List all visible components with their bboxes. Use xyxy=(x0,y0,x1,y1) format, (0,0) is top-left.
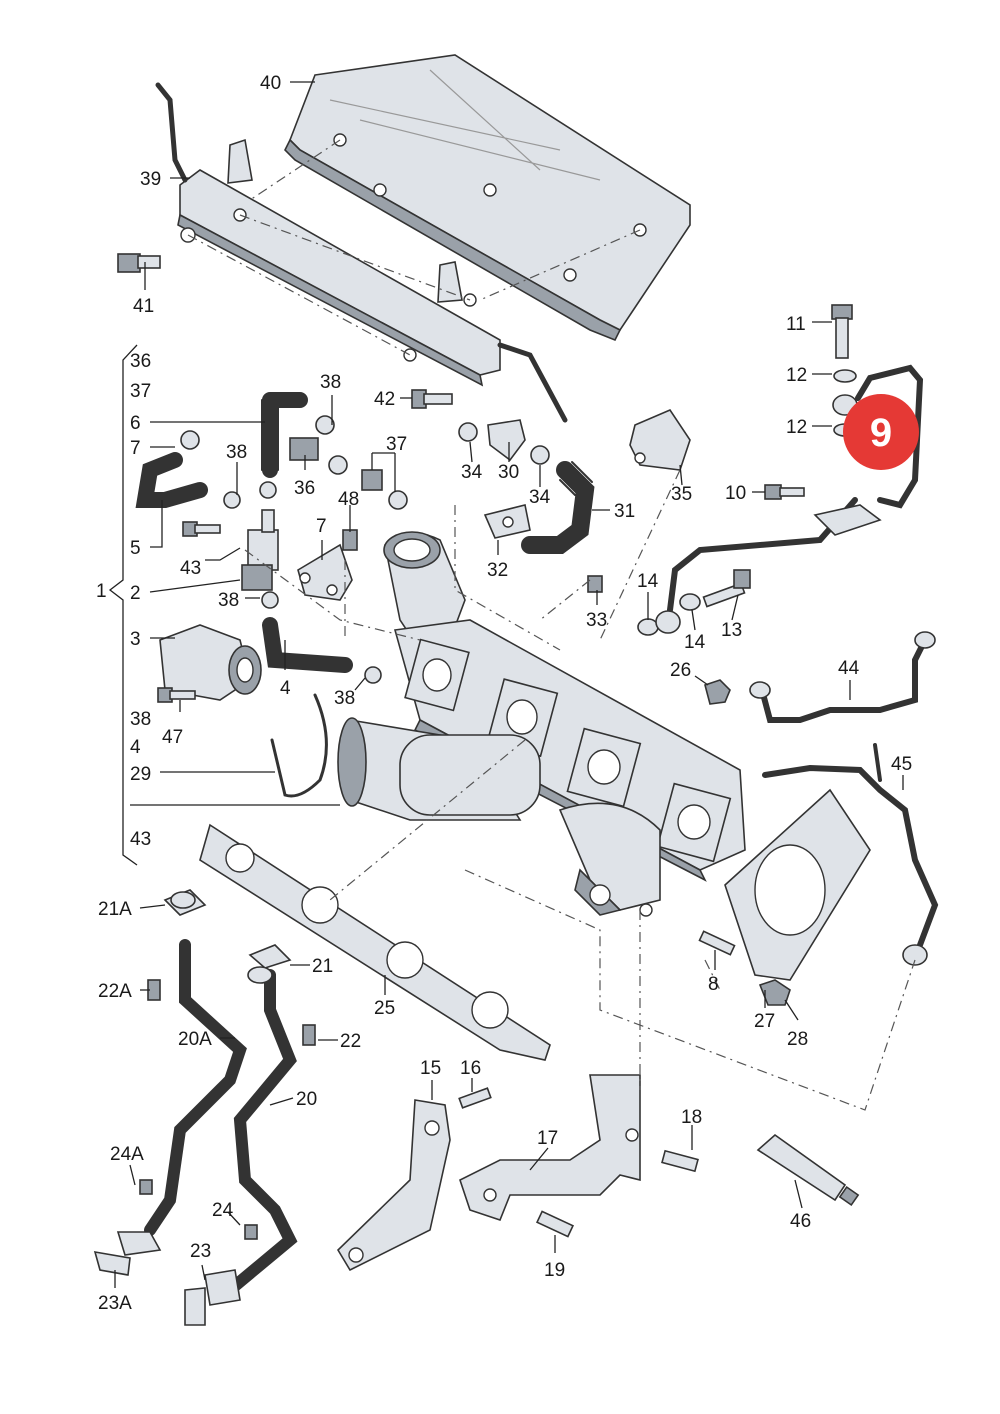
label-23A: 23A xyxy=(98,1293,132,1314)
turbocharger-body-part xyxy=(337,531,746,917)
label-21: 21 xyxy=(312,956,333,977)
label-46: 46 xyxy=(790,1211,811,1232)
banjo-13-14-part xyxy=(637,569,751,636)
label-32: 32 xyxy=(487,560,508,581)
sealant-tube-46-part xyxy=(756,1133,860,1207)
label-34-b: 34 xyxy=(529,487,551,508)
label-12-a: 12 xyxy=(786,365,807,386)
label-28: 28 xyxy=(787,1029,808,1050)
label-7: 7 xyxy=(130,438,141,459)
highlight-badge-9[interactable]: 9 xyxy=(843,394,919,470)
manifold-gasket-25-part xyxy=(199,823,551,1061)
label-13: 13 xyxy=(721,620,742,641)
oil-return-pipes-part xyxy=(93,889,316,1326)
label-42: 42 xyxy=(374,389,395,410)
turbo-gasket-27-part xyxy=(698,788,871,1006)
label-11: 11 xyxy=(786,314,806,335)
highlight-number: 9 xyxy=(870,411,892,455)
nut-26-part xyxy=(704,679,731,705)
label-35: 35 xyxy=(671,484,692,505)
label-43-mid: 43 xyxy=(180,558,201,579)
label-24A: 24A xyxy=(110,1144,144,1165)
label-10: 10 xyxy=(725,483,746,504)
label-34-a: 34 xyxy=(461,462,483,483)
label-19: 19 xyxy=(544,1260,565,1281)
label-12-b: 12 xyxy=(786,417,807,438)
label-1: 1 xyxy=(96,581,107,602)
label-48: 48 xyxy=(338,489,359,510)
label-45: 45 xyxy=(891,754,912,775)
label-21A: 21A xyxy=(98,899,132,920)
label-23: 23 xyxy=(190,1241,211,1262)
label-20A: 20A xyxy=(178,1029,212,1050)
bolt-42-part xyxy=(411,389,453,409)
label-38-top: 38 xyxy=(320,372,341,393)
label-38-low: 38 xyxy=(218,590,239,611)
label-26: 26 xyxy=(670,660,691,681)
solenoid-valve-part xyxy=(241,509,279,591)
bracket-rail-part xyxy=(155,82,568,423)
label-41: 41 xyxy=(133,296,154,317)
heat-shield-part xyxy=(284,54,691,342)
label-43: 43 xyxy=(130,829,151,850)
label-17: 17 xyxy=(537,1128,558,1149)
support-bracket-15-part xyxy=(336,1087,492,1272)
leader-lines xyxy=(108,81,904,1288)
label-33: 33 xyxy=(586,610,607,631)
label-20: 20 xyxy=(296,1089,317,1110)
label-44: 44 xyxy=(838,658,860,679)
label-22: 22 xyxy=(340,1031,361,1052)
label-38: 38 xyxy=(130,709,151,730)
label-25: 25 xyxy=(374,998,395,1019)
label-15: 15 xyxy=(420,1058,441,1079)
label-14-b: 14 xyxy=(684,632,706,653)
label-38-low2: 38 xyxy=(334,688,355,709)
label-18: 18 xyxy=(681,1107,702,1128)
bolts-43-47-part xyxy=(157,521,221,703)
label-31: 31 xyxy=(614,501,635,522)
label-29: 29 xyxy=(130,764,151,785)
label-47: 47 xyxy=(162,727,183,748)
label-5: 5 xyxy=(130,538,141,559)
coolant-pipes-44-45-part xyxy=(749,631,939,966)
breather-pipe-part xyxy=(458,409,691,593)
label-16: 16 xyxy=(460,1058,481,1079)
label-27: 27 xyxy=(754,1011,775,1032)
label-4: 4 xyxy=(130,737,141,758)
bolt-41-part xyxy=(117,253,161,273)
label-40: 40 xyxy=(260,73,281,94)
label-2: 2 xyxy=(130,583,141,604)
oil-line-9-part xyxy=(667,364,924,613)
label-37-mid: 37 xyxy=(386,434,407,455)
support-bracket-17-part xyxy=(459,1074,699,1238)
boost-valve-part xyxy=(159,624,262,701)
label-24: 24 xyxy=(212,1200,234,1221)
label-8: 8 xyxy=(708,974,719,995)
alignment-lines xyxy=(187,139,916,1111)
label-3: 3 xyxy=(130,629,141,650)
vacuum-hoses-part xyxy=(135,392,382,684)
bracket-7-part xyxy=(297,543,353,601)
label-7-mid: 7 xyxy=(316,516,327,537)
label-36-mid: 36 xyxy=(294,478,315,499)
label-37: 37 xyxy=(130,381,151,402)
label-14-a: 14 xyxy=(637,571,659,592)
label-4-mid: 4 xyxy=(280,678,291,699)
label-22A: 22A xyxy=(98,981,132,1002)
label-36: 36 xyxy=(130,351,151,372)
part-labels: 40 39 41 42 36 37 6 7 5 1 2 3 38 4 29 43… xyxy=(96,73,912,1314)
label-38-mid: 38 xyxy=(226,442,247,463)
label-39: 39 xyxy=(140,169,161,190)
gasket-ring-29-part xyxy=(270,693,328,798)
label-30: 30 xyxy=(498,462,519,483)
label-6: 6 xyxy=(130,413,141,434)
